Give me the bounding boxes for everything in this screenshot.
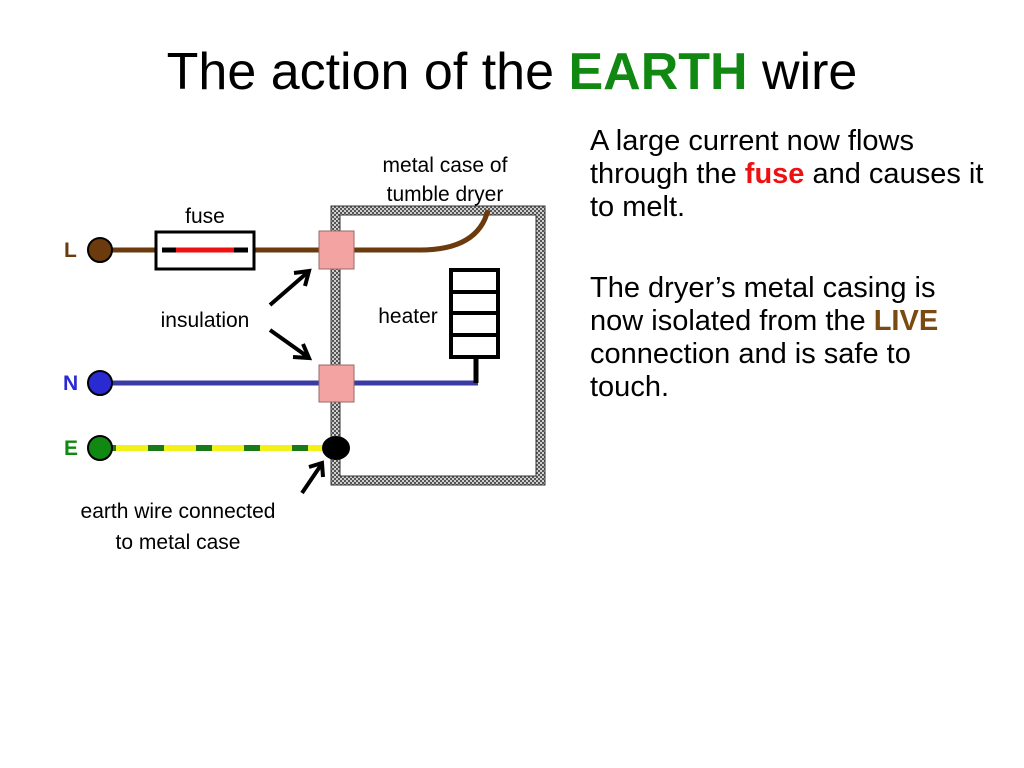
insulation-label: insulation	[160, 309, 250, 332]
fuse	[154, 230, 256, 271]
title-highlight: EARTH	[568, 43, 748, 101]
earth-note-line-1: earth wire connected	[80, 500, 276, 523]
explanation-casing: The dryer’s metal casing is now isolated…	[590, 272, 990, 404]
earth-note-label: earth wire connected to metal case	[48, 496, 308, 558]
live-keyword: LIVE	[873, 305, 939, 337]
heater-element	[449, 268, 500, 383]
earth-terminal	[87, 435, 113, 461]
live-wire	[100, 209, 491, 253]
insulation-block-live	[318, 230, 355, 270]
casing-text-start: The dryer’s metal casing is now isolated…	[590, 272, 936, 337]
neutral-terminal-label: N	[63, 372, 79, 395]
insulation-block-neutral	[318, 364, 355, 403]
heater-label: heater	[378, 305, 438, 328]
earth-note-arrow	[300, 460, 325, 495]
fuse-label: fuse	[185, 205, 225, 228]
live-terminal-label: L	[64, 239, 77, 262]
earth-connection-point	[322, 436, 350, 460]
fuse-text-end: and causes it to melt.	[590, 158, 984, 223]
earth-note-line-2: to metal case	[115, 531, 241, 554]
case-label-line-1: metal case of	[382, 154, 508, 177]
fuse-text-start: A large current now flows through the	[590, 125, 914, 190]
case-label: metal case of tumble dryer	[355, 151, 535, 209]
explanation-fuse: A large current now flows through the fu…	[590, 125, 990, 224]
neutral-terminal	[87, 370, 113, 396]
slide-title: The action of the EARTH wire	[0, 40, 1024, 104]
case-label-line-2: tumble dryer	[386, 183, 504, 206]
title-suffix: wire	[747, 43, 858, 101]
live-terminal	[87, 237, 113, 263]
fuse-keyword: fuse	[744, 158, 805, 190]
casing-text-end: connection and is safe to touch.	[590, 338, 911, 403]
title-prefix: The action of the	[166, 43, 569, 101]
earth-terminal-label: E	[64, 437, 79, 460]
insulation-arrows	[268, 268, 313, 361]
